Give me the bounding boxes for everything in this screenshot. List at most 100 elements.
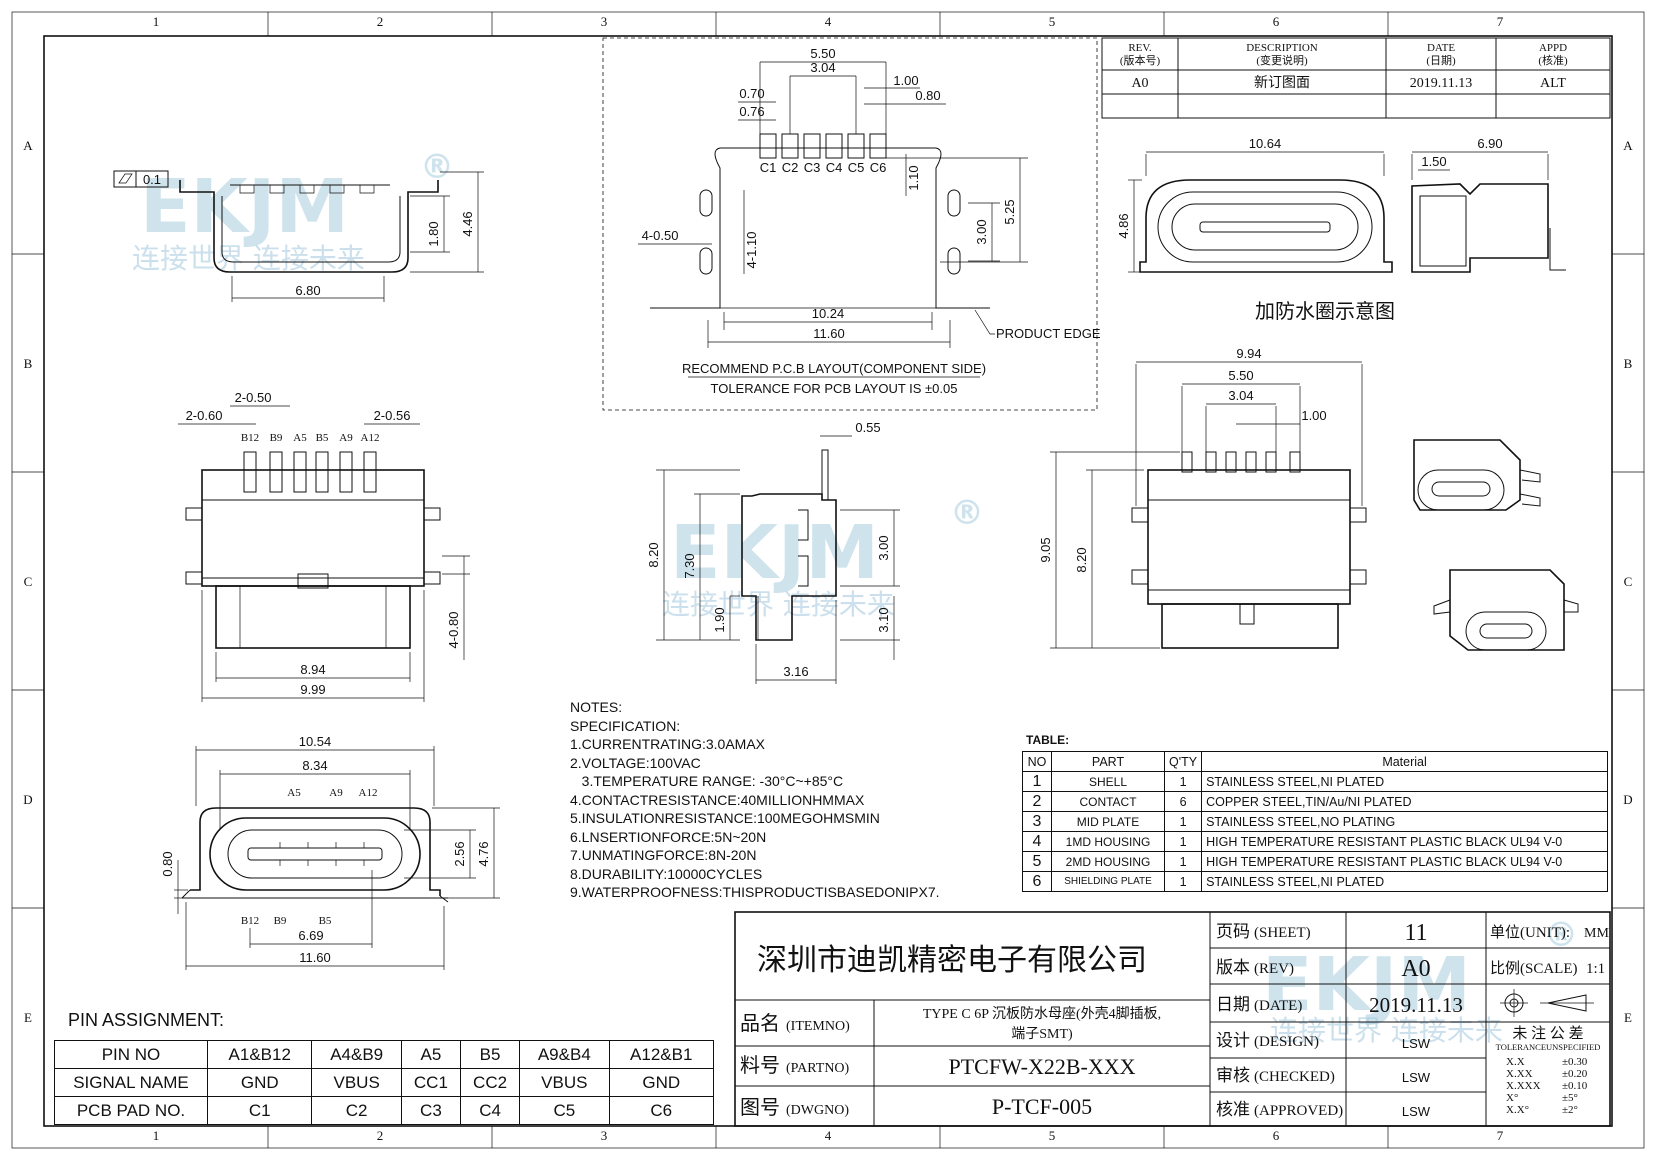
svg-text:A12: A12	[361, 432, 380, 444]
zone-row-label: B	[24, 356, 33, 371]
notes-line: 5.INSULATIONRESISTANCE:100MEGOHMSMIN	[570, 810, 880, 826]
notes-line: 2.VOLTAGE:100VAC	[570, 754, 701, 771]
material-cell: 4	[1022, 831, 1052, 852]
zone-row-label: D	[1623, 792, 1632, 807]
notes-line: SPECIFICATION:	[570, 717, 681, 734]
material-cell: 5	[1022, 851, 1052, 872]
svg-text:连接世界 连接未来: 连接世界 连接未来	[1270, 1014, 1503, 1047]
zone-column-label: 2	[377, 1128, 384, 1143]
pin-cell: GND	[608, 1068, 714, 1097]
material-cell: SHELL	[1051, 771, 1165, 792]
svg-text:1.10: 1.10	[906, 165, 921, 190]
svg-text:2-0.56: 2-0.56	[374, 408, 411, 423]
waterproof-ring-view: 10.64 4.86 6.90 1.50 加防水圈示意图	[1116, 136, 1566, 323]
zone-row-label: B	[1624, 356, 1633, 371]
svg-text:3.04: 3.04	[810, 60, 835, 75]
svg-text:8.94: 8.94	[300, 662, 325, 677]
tolerance-item: ±2°	[1562, 1104, 1578, 1116]
svg-text:C1: C1	[760, 160, 777, 175]
pin-cell: C6	[608, 1096, 714, 1125]
svg-text:C3: C3	[804, 160, 821, 175]
material-cell: 3	[1022, 811, 1052, 832]
company-name: 深圳市迪凯精密电子有限公司	[757, 944, 1147, 977]
svg-text:(变更说明): (变更说明)	[1256, 53, 1308, 67]
material-cell: COPPER STEEL,TIN/Au/NI PLATED	[1201, 791, 1608, 812]
material-cell: 2	[1022, 791, 1052, 812]
rear-view: 9.94 5.50 3.04 1.00 9.05 8.20	[1038, 346, 1367, 649]
svg-text:2-0.50: 2-0.50	[235, 390, 272, 405]
material-cell: 1MD HOUSING	[1051, 831, 1165, 852]
svg-text:6.80: 6.80	[295, 283, 320, 298]
top-view: B12 B9 A5 B5 A9 A12 2-0.50 2-0.60 2-0.56…	[178, 390, 470, 702]
scale-value: 1:1	[1586, 961, 1605, 977]
svg-text:(DATE): (DATE)	[1254, 998, 1302, 1014]
material-cell: 6	[1163, 791, 1203, 812]
svg-text:(REV): (REV)	[1254, 961, 1294, 977]
svg-text:EKJM: EKJM	[670, 510, 879, 596]
svg-text:C4: C4	[826, 160, 843, 175]
svg-text:连接世界 连接未来: 连接世界 连接未来	[662, 588, 895, 621]
drawing-number: P-TCF-005	[992, 1094, 1092, 1119]
svg-text:(DWGNO): (DWGNO)	[786, 1103, 849, 1118]
zone-column-label: 6	[1273, 1128, 1280, 1143]
tolerance-list: X.X±0.30X.XX±0.20X.XXX±0.10X°±5°X.X°±2°	[1506, 1056, 1588, 1116]
item-name: TYPE C 6P 沉板防水母座(外壳4脚插板,	[923, 1005, 1161, 1022]
svg-text:连接世界 连接未来: 连接世界 连接未来	[132, 242, 365, 275]
designer: LSW	[1402, 1036, 1431, 1051]
side-view: 0.1 6.80 1.80 4.46	[113, 170, 484, 302]
svg-text:6.69: 6.69	[298, 928, 323, 943]
pcb-tolerance-label: TOLERANCE FOR PCB LAYOUT IS ±0.05	[711, 381, 958, 396]
svg-text:(CHECKED): (CHECKED)	[1254, 1069, 1335, 1085]
svg-text:8.20: 8.20	[1074, 547, 1089, 572]
revision-block: REV. (版本号) DESCRIPTION (变更说明) DATE (日期) …	[1101, 37, 1611, 119]
tolerance-item: X.XXX	[1506, 1080, 1541, 1092]
svg-text:9.94: 9.94	[1236, 346, 1261, 361]
svg-text:APPD: APPD	[1539, 42, 1567, 54]
svg-text:5.50: 5.50	[810, 46, 835, 61]
svg-text:C6: C6	[870, 160, 887, 175]
material-cell: 1	[1163, 871, 1203, 892]
svg-text:A12: A12	[359, 787, 378, 799]
svg-text:页码: 页码	[1216, 922, 1250, 941]
zone-column-label: 5	[1049, 1128, 1056, 1143]
svg-text:4.76: 4.76	[476, 841, 491, 866]
zone-column-label: 7	[1497, 14, 1504, 29]
tolerance-item: ±0.30	[1562, 1056, 1588, 1068]
pin-cell: C4	[459, 1096, 521, 1125]
zone-column-label: 3	[601, 14, 608, 29]
notes-line: 8.DURABILITY:10000CYCLES	[570, 865, 763, 882]
unit-value: MM	[1584, 926, 1609, 941]
waterproof-caption: 加防水圈示意图	[1255, 300, 1395, 323]
zone-row-label: C	[24, 574, 33, 589]
svg-text:日期: 日期	[1216, 995, 1250, 1014]
svg-text:3.10: 3.10	[876, 607, 891, 632]
product-edge-label: PRODUCT EDGE	[996, 326, 1101, 341]
svg-text:B5: B5	[316, 432, 329, 444]
zone-column-label: 4	[825, 1128, 832, 1143]
svg-text:EKJM: EKJM	[140, 164, 349, 250]
svg-text:10.54: 10.54	[299, 734, 332, 749]
svg-text:3.16: 3.16	[783, 664, 808, 679]
material-cell: 6	[1022, 871, 1052, 892]
svg-text:单位(UNIT):: 单位(UNIT):	[1490, 924, 1570, 941]
material-cell: 1	[1022, 771, 1052, 792]
material-cell: CONTACT	[1051, 791, 1165, 812]
svg-text:6.90: 6.90	[1477, 136, 1502, 151]
part-number: PTCFW-X22B-XXX	[948, 1054, 1135, 1079]
svg-text:5.25: 5.25	[1002, 199, 1017, 224]
material-cell: 1	[1163, 851, 1203, 872]
isometric-view-2	[1433, 569, 1579, 651]
mat-header-no: NO	[1022, 751, 1052, 772]
rev-description: 新订图面	[1254, 75, 1310, 91]
date-value: 2019.11.13	[1369, 993, 1463, 1017]
svg-text:10.64: 10.64	[1249, 136, 1282, 151]
svg-text:(日期): (日期)	[1426, 54, 1456, 67]
pin-cell: A5	[400, 1040, 461, 1069]
sheet-value: 11	[1404, 920, 1427, 946]
